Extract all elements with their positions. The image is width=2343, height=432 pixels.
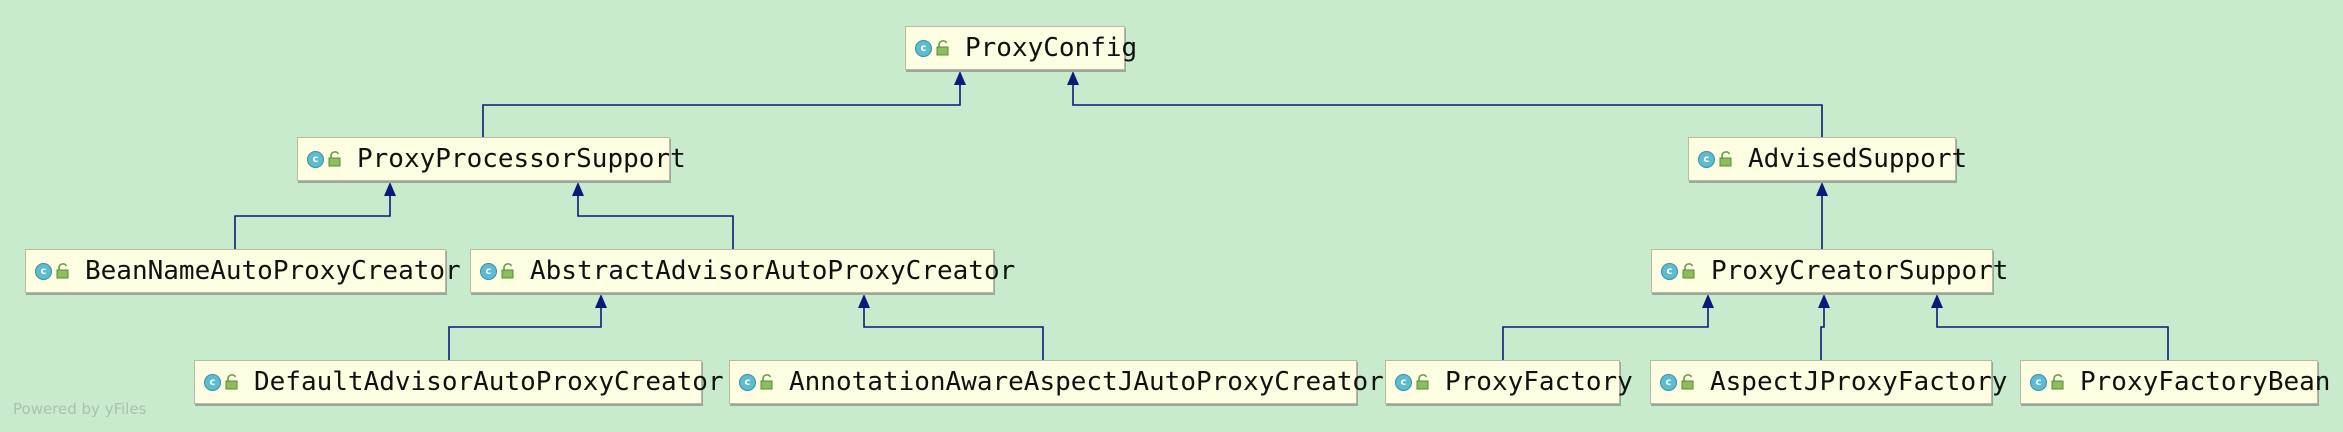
inheritance-edge [1820,308,1825,360]
inheritance-edge [1936,308,2169,360]
node-abstract-advisor-auto-proxy-creator[interactable]: c AbstractAdvisorAutoProxyCreator [470,249,1015,293]
lock-icon [1719,151,1732,167]
node-label: BeanNameAutoProxyCreator [85,256,461,286]
node-annotation-aware-aspectj-auto-proxy-creator[interactable]: c AnnotationAwareAspectJAutoProxyCreator [729,360,1384,404]
class-icon: c [35,262,52,280]
class-icon: c [1395,373,1412,391]
lock-icon [936,40,949,56]
lock-icon [1681,374,1694,390]
lock-icon [1416,374,1429,390]
node-label: ProxyConfig [965,33,1138,63]
node-aspectj-proxy-factory[interactable]: c AspectJProxyFactory [1650,360,2007,404]
node-proxy-factory-bean[interactable]: c ProxyFactoryBean [2020,360,2330,404]
node-label: AbstractAdvisorAutoProxyCreator [530,256,1016,286]
class-icon: c [1660,373,1677,391]
class-icon: c [915,39,932,57]
inheritance-arrowhead [1818,294,1830,308]
inheritance-edge [577,196,734,249]
node-advised-support[interactable]: c AdvisedSupport [1688,137,1967,181]
inheritance-edge [448,308,602,360]
class-icon: c [2030,373,2047,391]
node-label: AnnotationAwareAspectJAutoProxyCreator [789,367,1384,397]
lock-icon [2051,374,2064,390]
class-icon: c [739,373,756,391]
inheritance-arrowhead [572,182,584,196]
lock-icon [760,374,773,390]
node-label: AspectJProxyFactory [1710,367,2008,397]
powered-by-footer: Powered by yFiles [13,400,147,418]
lock-icon [1682,263,1695,279]
inheritance-edge [1072,85,1823,137]
node-label: ProxyFactory [1445,367,1633,397]
node-label: ProxyProcessorSupport [357,144,686,174]
inheritance-arrowhead [384,182,396,196]
node-label: DefaultAdvisorAutoProxyCreator [254,367,724,397]
node-default-advisor-auto-proxy-creator[interactable]: c DefaultAdvisorAutoProxyCreator [194,360,724,404]
node-label: ProxyCreatorSupport [1711,256,2009,286]
class-icon: c [1661,262,1678,280]
class-icon: c [480,262,497,280]
lock-icon [56,263,69,279]
inheritance-arrowhead [1816,182,1828,196]
inheritance-arrowhead [595,294,607,308]
node-bean-name-auto-proxy-creator[interactable]: c BeanNameAutoProxyCreator [25,249,461,293]
inheritance-edge [863,308,1044,360]
inheritance-arrowhead [954,71,966,85]
class-icon: c [1698,150,1715,168]
lock-icon [328,151,341,167]
inheritance-edge [234,196,391,249]
class-icon: c [204,373,221,391]
node-proxy-creator-support[interactable]: c ProxyCreatorSupport [1651,249,2008,293]
lock-icon [501,263,514,279]
inheritance-edge [1502,308,1709,360]
inheritance-arrowhead [1702,294,1714,308]
node-proxy-factory[interactable]: c ProxyFactory [1385,360,1633,404]
lock-icon [225,374,238,390]
inheritance-arrowhead [1067,71,1079,85]
inheritance-arrowhead [858,294,870,308]
inheritance-arrowhead [1931,294,1943,308]
class-icon: c [307,150,324,168]
node-proxy-config[interactable]: c ProxyConfig [905,26,1137,70]
node-proxy-processor-support[interactable]: c ProxyProcessorSupport [297,137,686,181]
node-label: AdvisedSupport [1748,144,1968,174]
inheritance-edge [482,85,961,137]
node-label: ProxyFactoryBean [2080,367,2331,397]
